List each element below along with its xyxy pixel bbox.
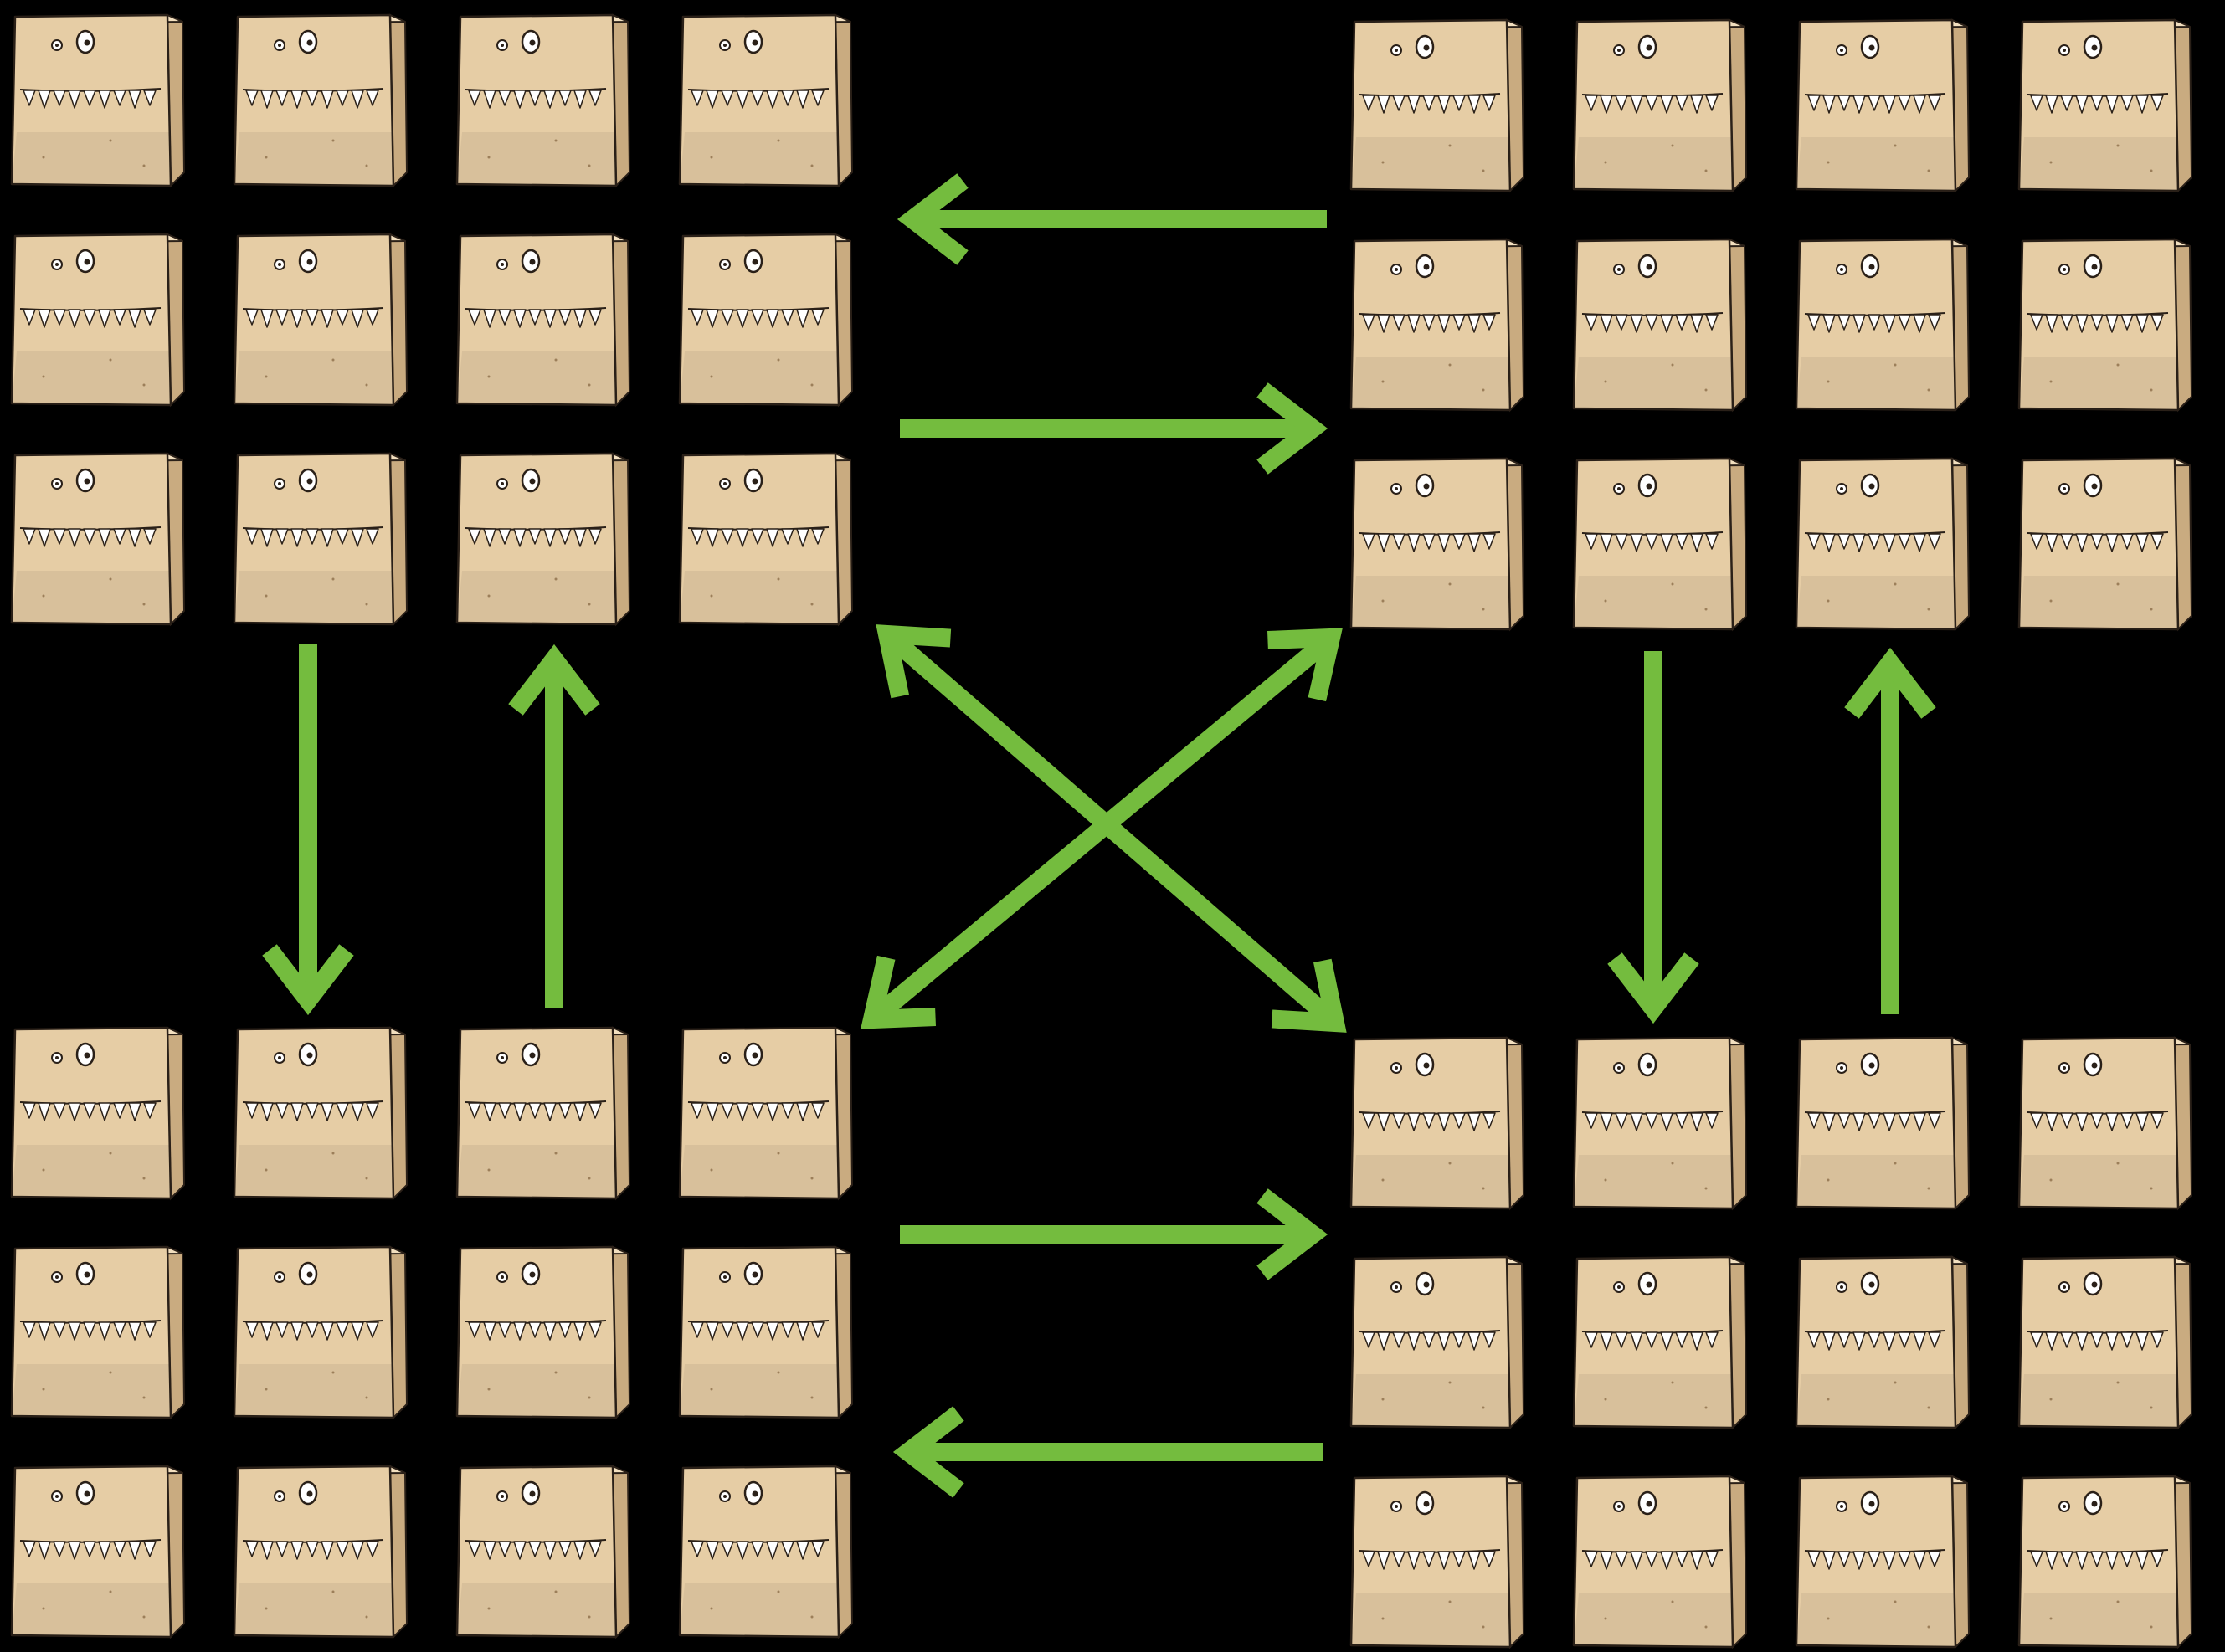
paper-box-monster-icon [233, 7, 409, 191]
cluster-bottom-right [1349, 1029, 2193, 1652]
paper-box-monster-icon [10, 226, 186, 410]
paper-box-monster-icon [1349, 1468, 1525, 1652]
paper-box-monster-icon [678, 7, 854, 191]
arrow-bottom-right-to-bottom-left-head [908, 1413, 958, 1490]
paper-box-monster-icon [233, 445, 409, 629]
paper-box-monster-icon [10, 1239, 186, 1423]
paper-box-monster-icon [1795, 1249, 1971, 1433]
paper-box-monster-icon [1572, 1249, 1748, 1433]
paper-box-monster-icon [1572, 231, 1748, 415]
paper-box-monster-icon [1795, 450, 1971, 634]
paper-box-monster-icon [678, 1458, 854, 1642]
paper-box-monster-icon [2017, 231, 2193, 415]
paper-box-monster-icon [2017, 450, 2193, 634]
paper-box-monster-icon [10, 1019, 186, 1203]
paper-box-monster-icon [2017, 1468, 2193, 1652]
paper-box-monster-icon [678, 1019, 854, 1203]
arrow-diagonal-tr-bl-shaft [872, 638, 1331, 1019]
cluster-bottom-left [10, 1019, 854, 1642]
paper-box-monster-icon [233, 1458, 409, 1642]
cluster-top-left [10, 7, 854, 629]
paper-box-monster-icon [678, 1239, 854, 1423]
paper-box-monster-icon [1795, 12, 1971, 196]
paper-box-monster-icon [678, 226, 854, 410]
paper-box-monster-icon [678, 445, 854, 629]
arrow-top-left-to-top-right-head [1262, 390, 1313, 467]
paper-box-monster-icon [1795, 1468, 1971, 1652]
paper-box-monster-icon [455, 1019, 631, 1203]
arrow-diagonal-tl-br-head-start [887, 634, 950, 696]
paper-box-monster-icon [455, 445, 631, 629]
paper-box-monster-icon [233, 1019, 409, 1203]
paper-box-monster-icon [1349, 1029, 1525, 1213]
paper-box-monster-icon [2017, 1249, 2193, 1433]
arrow-diagonal-tr-bl-head [872, 957, 936, 1019]
arrow-top-right-to-bottom-right-head [1615, 958, 1692, 1008]
arrow-bottom-left-to-bottom-right-head [1262, 1196, 1313, 1273]
paper-box-monster-icon [233, 1239, 409, 1423]
paper-box-monster-icon [1572, 1029, 1748, 1213]
paper-box-monster-icon [10, 7, 186, 191]
paper-box-monster-icon [233, 226, 409, 410]
arrow-top-right-to-top-left-head [912, 181, 963, 258]
cluster-top-right [1349, 12, 2193, 634]
arrow-diagonal-tl-br-head [1272, 961, 1335, 1023]
paper-box-monster-icon [1349, 12, 1525, 196]
paper-box-monster-icon [2017, 1029, 2193, 1213]
paper-box-monster-icon [1795, 1029, 1971, 1213]
paper-box-monster-icon [10, 445, 186, 629]
paper-box-monster-icon [1572, 12, 1748, 196]
arrow-bottom-right-to-top-right-head [1852, 663, 1929, 713]
paper-box-monster-icon [1795, 231, 1971, 415]
paper-box-monster-icon [455, 1239, 631, 1423]
paper-box-monster-icon [1349, 1249, 1525, 1433]
paper-box-monster-icon [1572, 450, 1748, 634]
arrow-diagonal-tl-br-shaft [887, 634, 1335, 1023]
arrow-diagonal-tr-bl-head-start [1267, 638, 1331, 700]
arrow-bottom-left-to-top-left-head [516, 659, 593, 710]
paper-box-monster-icon [1572, 1468, 1748, 1652]
paper-box-monster-icon [1349, 450, 1525, 634]
paper-box-monster-icon [1349, 231, 1525, 415]
arrow-top-left-to-bottom-left-head [270, 950, 347, 1000]
paper-box-monster-icon [455, 1458, 631, 1642]
paper-box-monster-icon [10, 1458, 186, 1642]
paper-box-monster-icon [2017, 12, 2193, 196]
paper-box-monster-icon [455, 226, 631, 410]
paper-box-monster-icon [455, 7, 631, 191]
